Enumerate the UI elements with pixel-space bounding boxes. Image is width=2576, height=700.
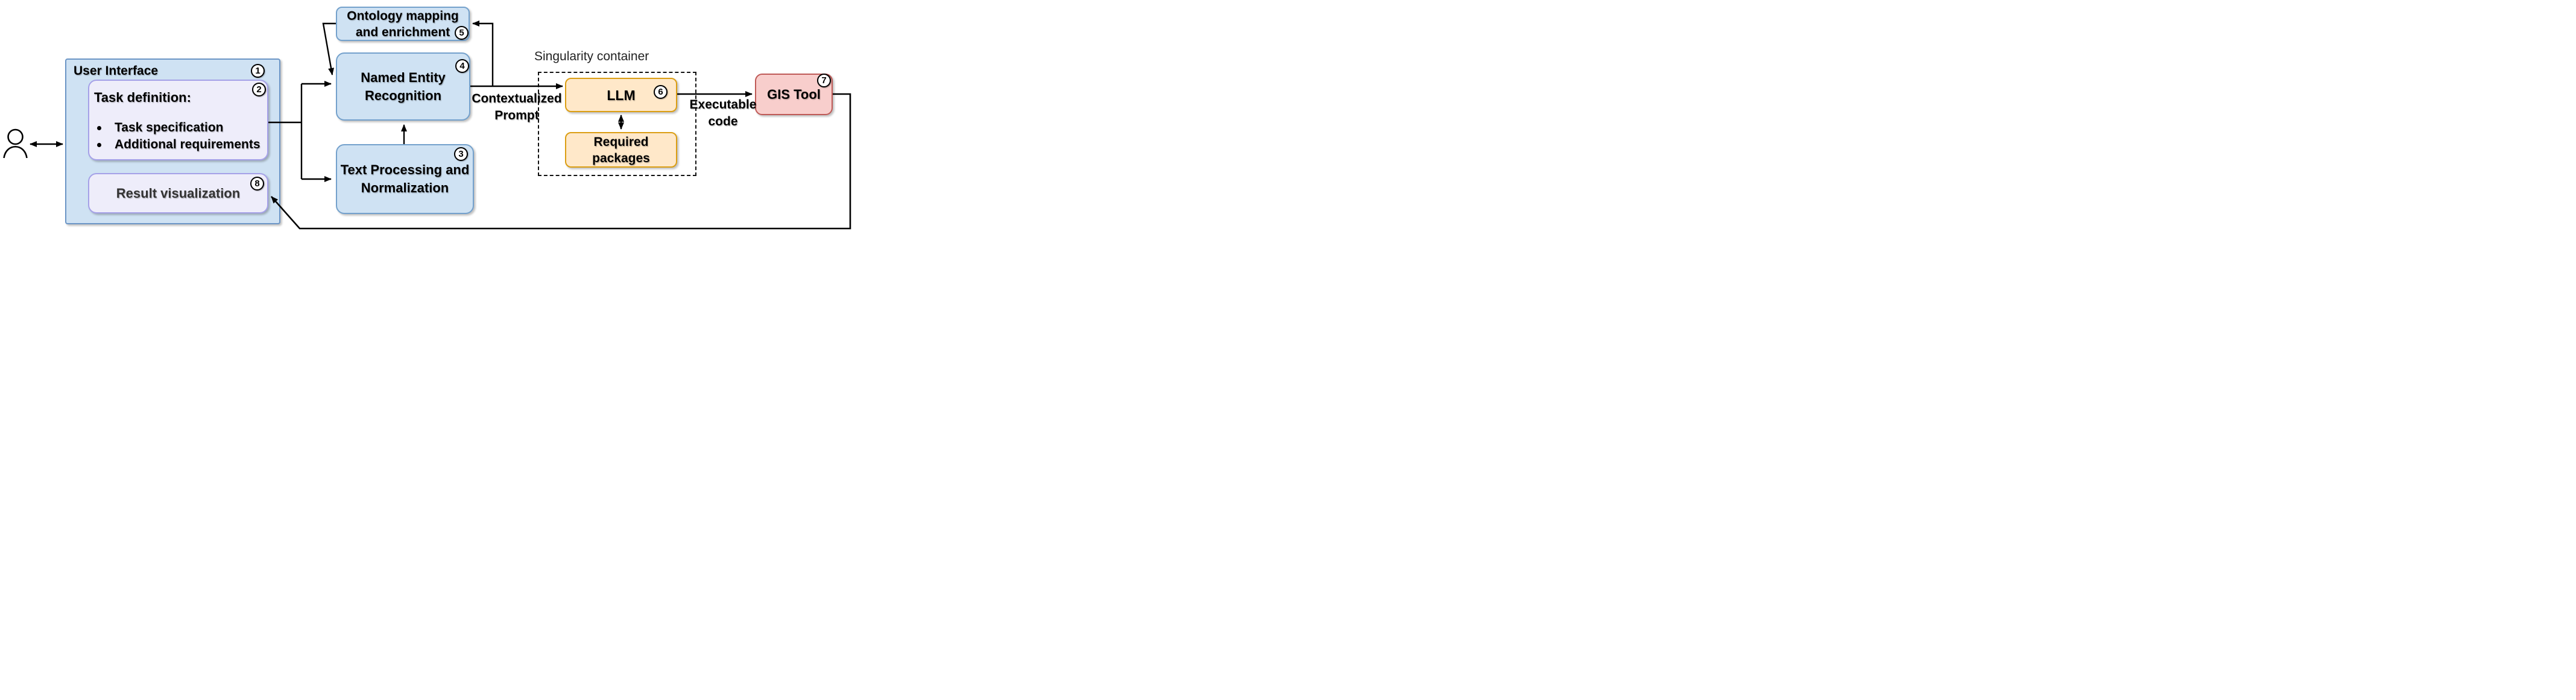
user-person-icon [3, 128, 28, 159]
bullet-label: Task specification [115, 121, 224, 134]
text-processing-label-line2: Normalization [361, 180, 449, 195]
bullet-dot-icon [97, 142, 101, 147]
user-interface-title: User Interface [74, 64, 159, 78]
ontology-label-line2: and enrichment [355, 25, 450, 39]
ontology-label-line1: Ontology mapping [347, 8, 459, 23]
bullet-dot-icon [97, 125, 101, 130]
named-entity-recognition-box: Named Entity Recognition [336, 52, 470, 121]
executable-code-line1: Executable [689, 98, 757, 112]
bullet-task-specification: Task specification [94, 119, 260, 136]
task-definition-box: Task definition: Task specification Addi… [88, 80, 268, 160]
task-definition-bullets: Task specification Additional requiremen… [94, 119, 260, 153]
singularity-container-label: Singularity container [534, 49, 649, 63]
result-visualization-box: Result visualization [88, 173, 268, 213]
required-packages-box: Required packages [565, 132, 677, 168]
text-processing-label-line1: Text Processing and [340, 162, 470, 177]
bullet-additional-requirements: Additional requirements [94, 136, 260, 153]
step-badge-1: 1 [251, 64, 265, 78]
text-processing-box: Text Processing and Normalization [336, 144, 474, 214]
contextualized-prompt-line2: Prompt [494, 109, 539, 122]
contextualized-prompt-line1: Contextualized [472, 92, 562, 106]
ner-label-line1: Named Entity [361, 69, 446, 85]
required-packages-line1: Required [593, 134, 649, 149]
step-badge-7: 7 [817, 74, 831, 87]
result-visualization-label: Result visualization [116, 185, 241, 201]
executable-code-label: Executable code [681, 96, 765, 130]
executable-code-line2: code [708, 115, 738, 128]
step-badge-4: 4 [455, 59, 469, 73]
llm-label: LLM [607, 87, 636, 103]
edge-ner-ontology [472, 20, 494, 86]
gis-tool-label: GIS Tool [767, 86, 821, 102]
step-badge-6: 6 [654, 85, 668, 99]
bullet-label: Additional requirements [115, 137, 260, 151]
step-badge-2: 2 [252, 83, 266, 96]
contextualized-prompt-label: Contextualized Prompt [466, 90, 568, 124]
step-badge-8: 8 [250, 177, 264, 191]
architecture-diagram: User Interface Task definition: Task spe… [0, 0, 859, 233]
task-definition-title: Task definition: [94, 90, 191, 105]
step-badge-3: 3 [454, 147, 468, 161]
ner-label-line2: Recognition [364, 87, 442, 103]
ontology-mapping-box: Ontology mapping and enrichment [336, 7, 470, 41]
step-badge-5: 5 [455, 26, 469, 40]
required-packages-line2: packages [592, 151, 650, 165]
edge-ontology-ner [322, 22, 336, 75]
